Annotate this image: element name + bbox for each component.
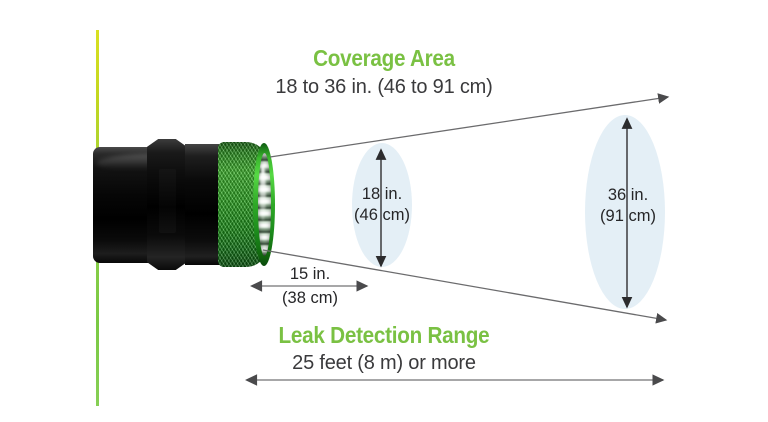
near-beam-centimeters: (46 cm) xyxy=(354,206,410,224)
far-beam-label: 36 in. (91 cm) xyxy=(583,185,673,227)
far-beam-inches: 36 in. xyxy=(607,186,649,204)
flashlight-collar-notch xyxy=(159,169,176,233)
coverage-area-title: Coverage Area xyxy=(313,45,455,71)
beam-upper-edge xyxy=(269,93,670,158)
beam-lower-edge xyxy=(262,249,668,324)
flashlight-lens-highlight xyxy=(260,165,266,221)
far-beam-centimeters: (91 cm) xyxy=(600,207,656,225)
standoff-inches: 15 in. xyxy=(289,265,331,283)
near-beam-label: 18 in. (46 cm) xyxy=(338,184,426,226)
leak-detection-range-title: Leak Detection Range xyxy=(278,322,490,348)
leak-detection-range-subtitle: 25 feet (8 m) or more xyxy=(292,352,476,374)
standoff-centimeters: (38 cm) xyxy=(282,289,338,307)
near-beam-inches: 18 in. xyxy=(361,185,403,203)
coverage-area-subtitle: 18 to 36 in. (46 to 91 cm) xyxy=(275,76,493,98)
flashlight-device xyxy=(93,139,275,270)
